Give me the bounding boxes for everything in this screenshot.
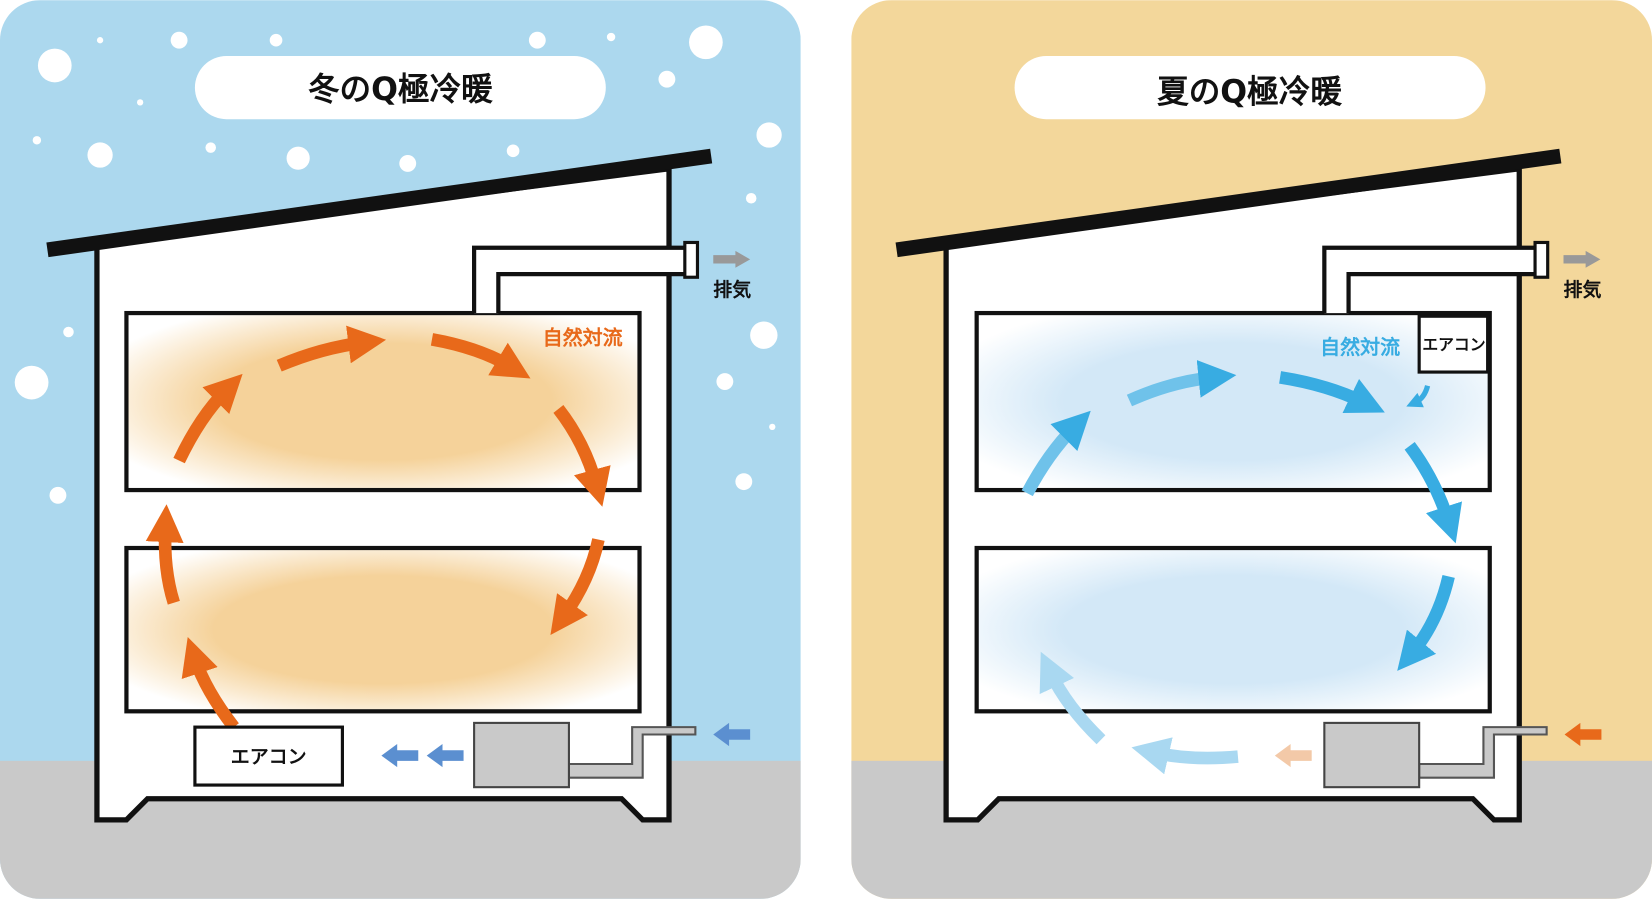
roof — [46, 148, 713, 258]
aircon-unit: エアコン — [193, 725, 344, 787]
intake-pipe — [1418, 726, 1548, 779]
intake-arrows-icon — [381, 722, 751, 768]
snowflakes — [14, 25, 782, 504]
panel-title: 冬のQ極冷暖 — [308, 71, 493, 108]
arrow-icon — [173, 373, 243, 464]
exhaust-vent — [1533, 240, 1550, 279]
upper-room — [974, 310, 1492, 493]
arrow-icon — [553, 405, 611, 507]
arrow-icon — [276, 325, 387, 372]
intake-pipe — [567, 726, 697, 779]
arrow-icon — [145, 504, 184, 605]
roof — [895, 148, 1562, 258]
summer-panel: 夏のQ極冷暖 排気 自然対流 エアコン — [851, 0, 1652, 899]
intake-arrows-icon — [1274, 722, 1602, 768]
arrow-icon — [181, 637, 239, 731]
title-pill: 夏のQ極冷暖 — [1014, 55, 1486, 120]
convection-arrows — [145, 325, 611, 731]
convection-label: 自然対流 — [543, 326, 623, 350]
convection-arrows — [1021, 359, 1463, 775]
exhaust-vent — [683, 240, 700, 279]
arrow-icon — [550, 538, 605, 636]
exhaust-label: 排気 — [713, 278, 751, 301]
exhaust-label: 排気 — [1564, 278, 1602, 301]
ventilation-unit — [473, 721, 570, 789]
panel-title: 夏のQ極冷暖 — [1157, 73, 1342, 110]
exhaust-arrow-icon — [1563, 250, 1601, 268]
title-pill: 冬のQ極冷暖 — [194, 55, 606, 120]
aircon-label: エアコン — [1422, 335, 1485, 354]
winter-panel: 冬のQ極冷暖 排気 自然対流 エアコン — [0, 0, 801, 899]
aircon-unit: エアコン — [1417, 314, 1490, 374]
convection-label: 自然対流 — [1320, 335, 1400, 359]
ventilation-unit — [1323, 721, 1421, 789]
arrow-icon — [430, 333, 531, 379]
aircon-label: エアコン — [231, 746, 307, 768]
